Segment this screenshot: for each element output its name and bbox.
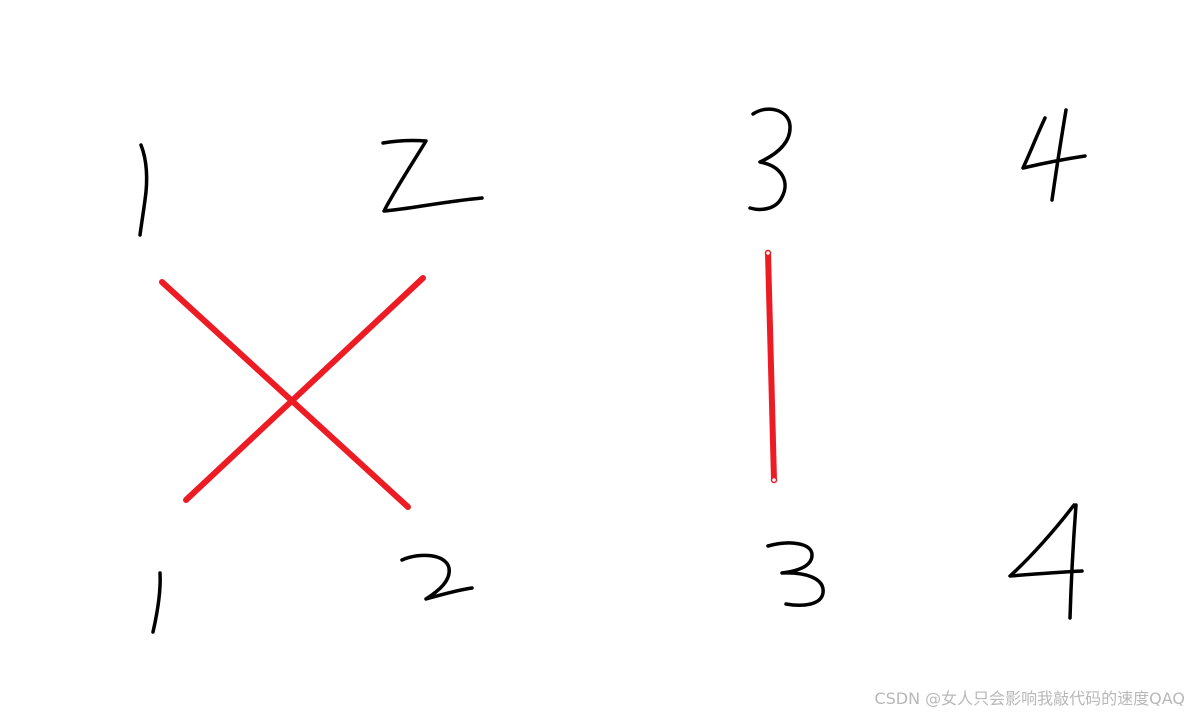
line-endpoint-handle — [764, 249, 772, 257]
watermark-text: CSDN @女人只会影响我敲代码的速度QAQ — [874, 689, 1185, 708]
connection-line-3-to-3 — [765, 250, 777, 483]
bottom-digit-4-label: 4 — [1050, 569, 1051, 571]
connection-line-2-to-1 — [183, 275, 426, 503]
top-digit-2: 2 — [381, 138, 484, 213]
bottom-digit-1: 1 — [151, 571, 162, 634]
connection-line-1-to-2 — [159, 279, 411, 510]
bottom-digit-4: 4 — [1008, 503, 1084, 620]
bottom-digit-3-label: 3 — [795, 579, 796, 581]
top-digit-1: 1 — [138, 143, 149, 237]
top-digit-3-label: 3 — [770, 159, 771, 161]
bottom-digit-2-label: 2 — [437, 579, 438, 581]
top-digit-1-label: 1 — [141, 189, 142, 191]
top-digit-4: 4 — [1021, 108, 1087, 202]
top-digit-2-label: 2 — [420, 179, 421, 181]
bottom-digit-3: 3 — [766, 541, 825, 607]
top-digit-3: 3 — [748, 107, 792, 212]
line-endpoint-handle — [770, 476, 778, 484]
bottom-digit-2: 2 — [400, 553, 474, 601]
